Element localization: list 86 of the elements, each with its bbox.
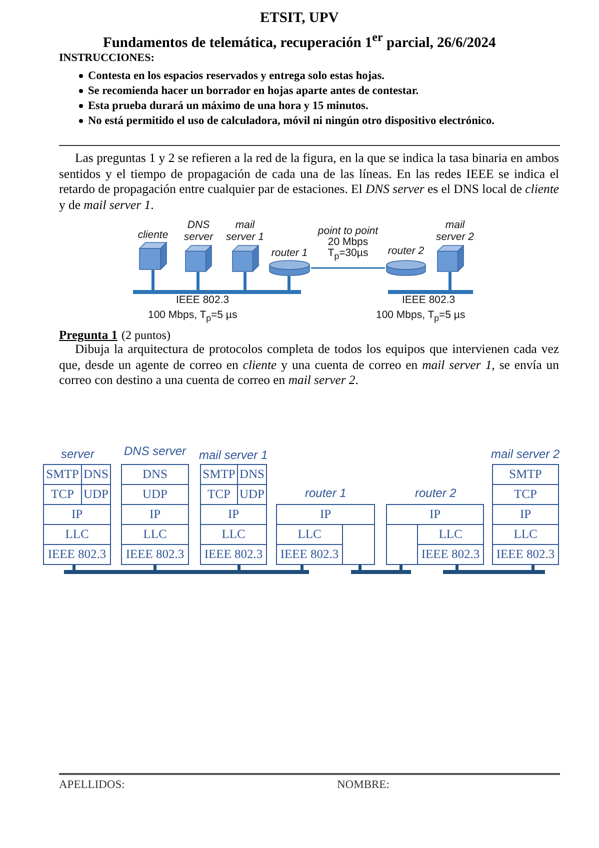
connector-line [196,272,200,290]
connector-line [152,270,154,290]
stack-title: server [61,447,94,461]
connector-line [448,272,452,290]
stack-title: mail server 1 [199,448,268,462]
bus-label: 100 Mbps, T$_{p}$=5 µs [148,309,238,324]
protocol-layer: DNS [121,464,189,485]
protocol-layer: IEEE 802.3 [43,544,111,565]
protocol-layer: IP [121,504,189,525]
protocol-layer: IP [492,504,559,525]
empty-layer [342,524,375,565]
protocol-layer: LLC [200,524,267,545]
network-device [268,247,311,276]
bus-label: IEEE 802.3 [176,294,230,306]
instruction-text: No está permitido el uso de calculadora, móvil ni ningún otro dispositivo electrónico. [88,114,494,128]
protocol-layer: IEEE 802.3 [492,544,559,565]
edge-label: point to point 20 Mbps T$_{p}$=30µs [315,226,381,262]
device-label: DNS server [182,219,214,243]
network-device [224,219,266,272]
intro-paragraph: Las preguntas 1 y 2 se refieren a la red de la figura, en la que se indica la tasa binaria en ambos sentidos y el tiempo de propagación de cada una de las líneas. En las redes IEEE se indica el retardo de propagación entre cualquier par de estaciones. El DNS server es el DNS local de cliente y de mail server 1. [59,151,559,213]
protocol-layer: UDP [121,484,189,505]
protocol-layer: IEEE 802.3 [276,544,343,565]
stack-title: mail server 2 [491,447,560,461]
device-label: router 2 [386,245,426,257]
protocol-stack [197,448,270,565]
protocol-layer: IEEE 802.3 [200,544,267,565]
section-heading: INSTRUCCIONES: [59,51,154,65]
instruction-text: Se recomienda hacer un borrador en hojas aparte antes de contestar. [88,84,419,98]
protocol-layer: DNS [237,464,267,485]
bus-label: 100 Mbps, T$_{p}$=5 µs [376,309,466,324]
stack-title: DNS server [124,444,186,458]
protocol-layer: IEEE 802.3 [121,544,189,565]
connector-line [358,565,362,570]
protocol-layer: IP [43,504,111,525]
network-bus [133,290,301,294]
protocol-layer: SMTP [492,464,559,485]
connector-line [300,565,304,570]
connector-line [456,565,458,570]
connector-line [400,565,402,570]
device-label: cliente [136,229,170,241]
stack-title: router 2 [415,486,456,500]
protocol-layer: IEEE 802.3 [417,544,484,565]
connector-line [154,565,156,570]
form-field-label: APELLIDOS: [59,778,125,792]
network-bus [351,570,411,574]
network-bus [64,570,309,574]
stack-title: router 1 [305,486,346,500]
page-subtitle: Fundamentos de telemática, recuperación 1$^{er}$ parcial, 26/6/2024 [103,29,496,52]
protocol-layer: DNS [81,464,111,485]
protocol-layer: LLC [121,524,189,545]
protocol-stack [489,447,562,565]
connector-line [532,565,534,570]
connector-line [244,272,246,290]
protocol-layer: UDP [237,484,267,505]
protocol-stack [383,486,487,565]
protocol-layer: UDP [81,484,111,505]
protocol-layer: SMTP [43,464,82,485]
connector-line [288,276,290,290]
instruction-text: Contesta en los espacios reservados y entrega solo estas hojas. [88,69,384,83]
network-device [434,219,476,272]
device-label: router 1 [270,247,309,259]
protocol-stack [118,444,192,565]
network-bus [388,290,473,294]
connector-line [238,565,240,570]
connector-line [311,267,385,269]
empty-layer [386,524,418,565]
protocol-layer: IP [386,504,484,525]
points-note: (2 puntos) [121,328,170,343]
device-label: mail server 2 [435,219,475,243]
protocol-layer: TCP [492,484,559,505]
question-heading: Pregunta 1 [59,328,118,343]
protocol-layer: LLC [492,524,559,545]
network-device [385,245,427,277]
form-field-label: NOMBRE: [337,778,390,792]
instruction-text: Esta prueba durará un máximo de una hora y 15 minutos. [88,99,368,113]
question-text: Dibuja la arquitectura de protocolos completa de todos los equipos que intervienen cada vez que, desde un agente de correo en cliente y una cuenta de correo en mail server 1, se envía un correo con destino a una cuenta de correo en mail server 2. [59,342,559,388]
connector-line [72,565,76,570]
protocol-layer: LLC [43,524,111,545]
protocol-layer: IP [276,504,375,525]
protocol-layer: IP [200,504,267,525]
network-bus [443,570,545,574]
protocol-stack [273,486,378,565]
protocol-layer: SMTP [200,464,238,485]
bus-label: IEEE 802.3 [402,294,456,306]
device-label: mail server 1 [225,219,265,243]
page-title: ETSIT, UPV [260,10,339,27]
